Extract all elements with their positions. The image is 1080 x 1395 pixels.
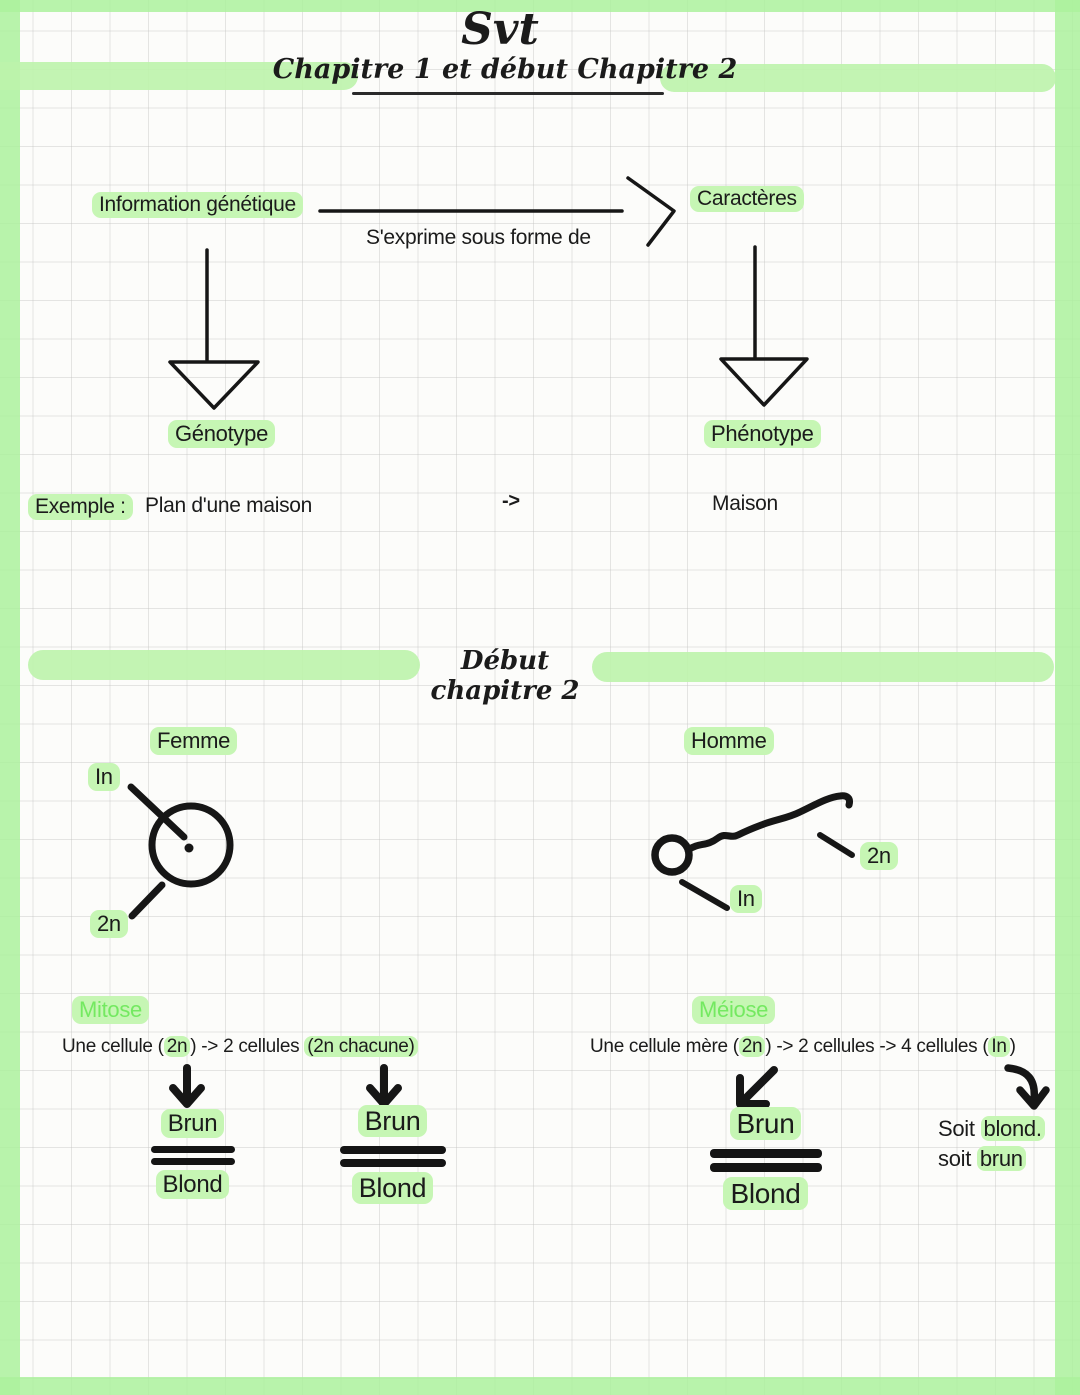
meiose-eq-part2: 2n — [738, 1036, 766, 1057]
mitose-equation: Une cellule (2n) -> 2 cellules (2n chacu… — [62, 1036, 418, 1058]
curved-down-right-arrow-icon — [1004, 1064, 1050, 1110]
down-arrow-icon — [169, 1064, 205, 1108]
subtitle-highlight-right — [660, 64, 1056, 92]
egg-cell-drawing — [127, 783, 234, 920]
allele-top: Brun — [160, 1109, 225, 1138]
right-arrow-icon — [318, 176, 676, 247]
allele-bottom: Blond — [351, 1172, 434, 1204]
left-border-bar — [0, 0, 20, 1395]
outcome-line1-word: blond. — [980, 1116, 1045, 1141]
mitose-title: Mitose — [72, 996, 149, 1024]
caracteres-label: Caractères — [690, 186, 804, 212]
meiose-title: Méiose — [692, 996, 776, 1024]
allele-top: Brun — [357, 1105, 428, 1137]
meiose-eq-part5: ) — [1009, 1036, 1016, 1057]
outcome-line2-pre: soit — [938, 1146, 977, 1171]
meiose-outcome: Soit blond. soit brun — [938, 1114, 1068, 1174]
chapter2-highlight-left — [28, 650, 420, 680]
meiose-eq-part4: In — [988, 1036, 1010, 1057]
meiose-eq-part3: ) -> 2 cellules -> 4 cellules ( — [765, 1036, 989, 1057]
top-border-bar — [0, 0, 1080, 12]
mitose-eq-part1: Une cellule ( — [62, 1036, 164, 1057]
phenotype-label: Phénotype — [704, 420, 821, 448]
subtitle-highlight-left — [0, 62, 358, 90]
arrow-caption: S'exprime sous forme de — [366, 226, 591, 249]
chapter2-header: Début chapitre 2 — [430, 646, 580, 706]
exemple-arrow: -> — [502, 490, 520, 512]
exemple-source-text: Plan d'une maison — [145, 494, 313, 517]
meiose-equation: Une cellule mère (2n) -> 2 cellules -> 4… — [590, 1036, 1016, 1058]
chromosome-lines — [339, 1146, 446, 1167]
mitose-eq-part4: (2n chacune) — [304, 1036, 418, 1057]
allele-pair-2: Brun Blond — [325, 1105, 460, 1204]
page-subtitle: Chapitre 1 et début Chapitre 2 — [272, 54, 738, 85]
allele-top: Brun — [729, 1107, 802, 1140]
mitose-eq-part3: ) -> 2 cellules — [190, 1036, 305, 1057]
subtitle-underline — [352, 92, 664, 95]
chapter2-highlight-right — [592, 652, 1054, 682]
femme-gamete-label: In — [88, 763, 120, 791]
outcome-line2-word: brun — [976, 1146, 1026, 1171]
sperm-cell-drawing — [651, 792, 855, 911]
chromosome-lines — [709, 1149, 822, 1172]
down-triangle-connector-right — [719, 245, 809, 407]
page-title: Svt — [461, 4, 539, 55]
allele-bottom: Blond — [723, 1177, 808, 1210]
down-left-arrow-icon — [736, 1066, 778, 1108]
femme-cell-label: 2n — [90, 910, 128, 938]
allele-pair-1: Brun Blond — [135, 1109, 250, 1199]
outcome-line1-pre: Soit — [938, 1116, 981, 1141]
exemple-target-text: Maison — [712, 492, 778, 515]
homme-cell-label: 2n — [860, 842, 898, 870]
homme-label: Homme — [684, 727, 774, 755]
genotype-label: Génotype — [168, 420, 276, 448]
down-arrow-icon — [366, 1064, 402, 1108]
exemple-label: Exemple : — [28, 494, 133, 520]
bottom-border-bar — [0, 1377, 1080, 1395]
right-border-bar — [1055, 0, 1080, 1395]
femme-label: Femme — [150, 727, 238, 755]
chromosome-lines — [150, 1146, 235, 1165]
allele-bottom: Blond — [155, 1170, 230, 1199]
info-genetique-label: Information génétique — [92, 192, 303, 218]
homme-gamete-label: In — [730, 885, 762, 913]
mitose-eq-part2: 2n — [163, 1036, 191, 1057]
down-triangle-connector-left — [168, 248, 260, 410]
allele-pair-meiose: Brun Blond — [698, 1107, 833, 1210]
meiose-eq-part1: Une cellule mère ( — [590, 1036, 739, 1057]
